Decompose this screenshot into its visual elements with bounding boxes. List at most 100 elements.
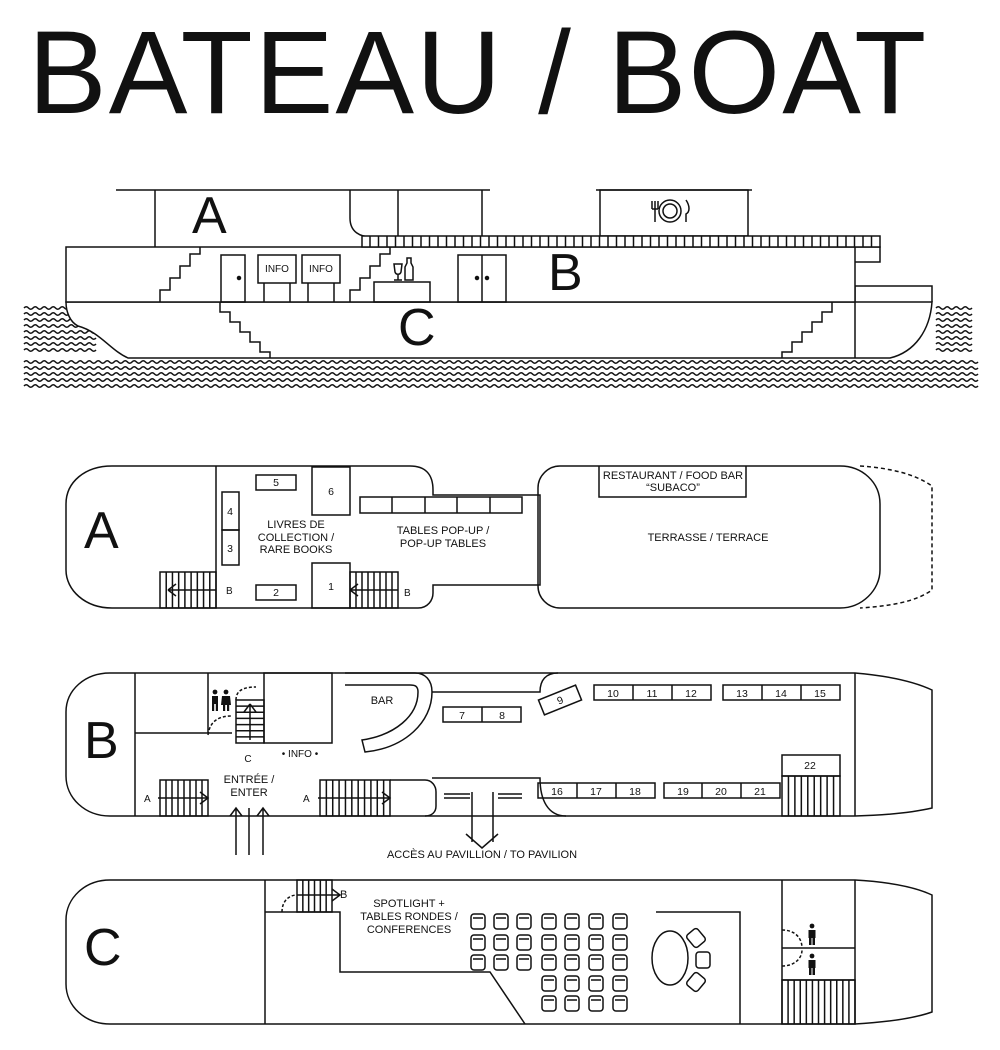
deck-b-plan <box>65 672 933 855</box>
stand-11-label: 11 <box>647 688 658 700</box>
deck-a-roof <box>116 189 490 247</box>
entrance-line-2: ENTER <box>230 787 267 799</box>
info-board-left <box>257 254 297 284</box>
seat <box>564 913 580 930</box>
seating-grid <box>470 913 628 1012</box>
stand-22-label: 22 <box>804 760 816 772</box>
stair-c-steps <box>302 880 327 912</box>
wave-line <box>23 372 979 376</box>
stands-10-12 <box>593 684 712 701</box>
stand-17-label: 17 <box>590 786 602 798</box>
stair-b-right-end <box>390 779 437 817</box>
seat <box>493 934 509 951</box>
boat-elevation <box>23 189 979 388</box>
conference-wall <box>656 911 741 1024</box>
stand-13-label: 13 <box>736 688 748 700</box>
stands-13-15 <box>722 684 841 701</box>
info-label: • INFO • <box>282 749 319 760</box>
bar-counter-plan <box>345 672 433 753</box>
page-title: BATEAU / BOAT <box>28 7 929 139</box>
water-waves-right <box>935 306 973 352</box>
seat <box>470 954 486 971</box>
wave-line <box>23 348 97 352</box>
spotlight-line-2: TABLES RONDES / <box>360 911 459 923</box>
wave-line <box>23 336 97 340</box>
seat <box>564 954 580 971</box>
deck-b-cabin <box>65 246 856 303</box>
info-label-right: INFO <box>309 264 333 275</box>
stair-a-right-to: B <box>404 588 411 599</box>
seat <box>541 913 557 930</box>
rare-books-line-1: LIVRES DE <box>267 519 324 531</box>
stand-6-label: 6 <box>328 486 334 498</box>
seat <box>564 934 580 951</box>
restaurant-cabin <box>599 189 749 237</box>
deck-c-letter: C <box>84 919 122 977</box>
wave-line <box>935 312 973 316</box>
wave-line <box>23 330 97 334</box>
stand-16-label: 16 <box>551 786 563 798</box>
stand-7-label: 7 <box>459 710 465 722</box>
popup-tables <box>359 496 523 514</box>
stand-15-label: 15 <box>814 688 826 700</box>
stair-a-b <box>159 247 201 302</box>
terrace-label: TERRASSE / TERRACE <box>648 532 769 544</box>
wave-line <box>23 366 979 370</box>
stair-b-c <box>219 302 271 358</box>
stand-20-label: 20 <box>715 786 727 798</box>
stand-12-label: 12 <box>685 688 697 700</box>
stand-8-label: 8 <box>499 710 505 722</box>
stand-18-label: 18 <box>629 786 641 798</box>
stand-6 <box>311 466 351 516</box>
person-icon <box>808 953 816 975</box>
wave-line <box>23 384 979 388</box>
elevation-label-b: B <box>548 244 583 302</box>
entrance-line-1: ENTRÉE / <box>224 773 276 786</box>
stair-to-c-label: C <box>244 754 251 765</box>
seat <box>612 975 628 992</box>
stair-b-right-to: A <box>303 794 310 805</box>
hull-outline <box>65 301 933 359</box>
pavilion-arrows <box>465 792 499 849</box>
restaurant-line-1: RESTAURANT / FOOD BAR <box>603 470 743 482</box>
office-room <box>263 672 333 744</box>
water-waves-bottom <box>23 360 979 388</box>
bar-counter <box>373 281 431 303</box>
wave-line <box>935 318 973 322</box>
pavilion-label: ACCÈS AU PAVILLION / TO PAVILION <box>387 848 577 861</box>
round-table-chair <box>685 971 707 993</box>
seat <box>470 913 486 930</box>
restroom-icon <box>212 689 231 711</box>
stand-3 <box>221 529 240 566</box>
seat <box>516 934 532 951</box>
bow-cap <box>855 246 881 263</box>
spotlight-line-3: CONFERENCES <box>367 924 451 936</box>
railing <box>361 235 881 248</box>
wave-line <box>935 330 973 334</box>
stair-c-to: B <box>340 889 347 901</box>
spotlight-line-1: SPOTLIGHT + <box>373 898 445 910</box>
wave-line <box>23 360 979 364</box>
seat <box>612 954 628 971</box>
seat <box>541 954 557 971</box>
seat <box>541 995 557 1012</box>
restroom-c-walls <box>781 880 856 1024</box>
wave-line <box>935 324 973 328</box>
water-waves-left <box>23 306 97 352</box>
stand-9-label: 9 <box>555 694 565 707</box>
terrace-extension <box>859 465 933 609</box>
popup-tables-line-1: TABLES POP-UP / <box>397 525 490 537</box>
stair-c-bow-steps <box>787 980 850 1024</box>
stand-2 <box>255 584 297 601</box>
stair-c-b <box>781 302 833 358</box>
terrace-outline <box>537 465 881 609</box>
seat <box>612 995 628 1012</box>
round-table <box>651 930 689 986</box>
deck-a-outline <box>65 465 541 609</box>
bar-label: BAR <box>371 695 394 707</box>
restaurant-box <box>598 466 747 498</box>
wave-line <box>935 342 973 346</box>
seat <box>516 913 532 930</box>
elevation-label-a: A <box>192 187 227 245</box>
deck-c-plan <box>65 879 933 1025</box>
